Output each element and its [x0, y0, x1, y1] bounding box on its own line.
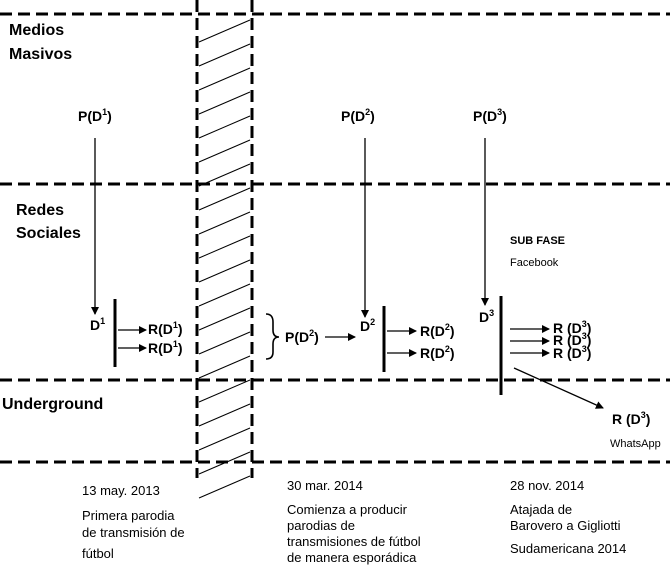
hatch-line: [198, 475, 251, 499]
hatch-line: [198, 43, 251, 67]
node-d2: D2: [360, 317, 375, 334]
lane-label-underground: Underground: [2, 396, 103, 413]
hatch-line: [198, 283, 251, 307]
arrow-d3-to-whatsapp: [513, 367, 604, 409]
whatsapp-label: WhatsApp: [610, 438, 661, 450]
node-p-d2: P(D2): [341, 107, 375, 124]
sub-phase-title: SUB FASE: [510, 235, 565, 247]
event-3-line-1: Atajada de: [510, 502, 572, 517]
node-d1: D1: [90, 316, 105, 333]
event-2-line-2: parodias de: [287, 518, 355, 533]
node-r-d3-c: R (D3): [553, 344, 591, 361]
sub-phase-platform: Facebook: [510, 257, 559, 269]
node-r-d3-b: R (D3): [553, 331, 591, 348]
node-r-d2-b: R(D2): [420, 344, 455, 361]
event-1-line-1: Primera parodia: [82, 508, 175, 523]
hatch-line: [198, 379, 251, 403]
hatch-line: [198, 211, 251, 235]
hatch-line: [198, 67, 251, 91]
event-3: 28 nov. 2014 Atajada de Barovero a Gigli…: [510, 478, 626, 556]
node-p-d2-mid: P(D2): [285, 328, 319, 345]
lane-label-social-1: Redes: [16, 202, 64, 219]
hatch-line: [198, 403, 251, 427]
hatch-line: [198, 91, 251, 115]
lane-label-mass-media-1: Medios: [9, 22, 64, 39]
node-r-d3-whatsapp: R (D3): [612, 410, 650, 427]
event-1-line-2: de transmisión de: [82, 525, 185, 540]
node-r-d1-b: R(D1): [148, 339, 183, 356]
hatch-line: [198, 259, 251, 283]
lane-separators: [0, 12, 670, 464]
node-p-d1: P(D1): [78, 107, 112, 124]
lane-label-mass-media-2: Masivos: [9, 46, 72, 63]
event-2-line-3: transmisiones de fútbol: [287, 534, 421, 549]
node-d3: D3: [479, 308, 494, 325]
hatch-line: [198, 115, 251, 139]
brace: [265, 313, 280, 360]
hatch-line: [198, 451, 251, 475]
event-1-date: 13 may. 2013: [82, 483, 160, 498]
hatch-line: [198, 187, 251, 211]
event-2-date: 30 mar. 2014: [287, 478, 363, 493]
hatch-line: [198, 163, 251, 187]
node-r-d2-a: R(D2): [420, 322, 455, 339]
hatch-line: [198, 355, 251, 379]
event-2-line-1: Comienza a producir: [287, 502, 408, 517]
hatch-line: [198, 235, 251, 259]
event-3-date: 28 nov. 2014: [510, 478, 584, 493]
hatch-line: [198, 139, 251, 163]
node-r-d1-a: R(D1): [148, 320, 183, 337]
hatch-line: [198, 331, 251, 355]
hatch-line: [198, 307, 251, 331]
event-2: 30 mar. 2014 Comienza a producir parodia…: [287, 478, 421, 565]
event-2-line-4: de manera esporádica: [287, 550, 417, 565]
event-1: 13 may. 2013 Primera parodia de transmis…: [82, 483, 185, 561]
hatch-line: [198, 19, 251, 43]
node-r-d3-a: R (D3): [553, 319, 591, 336]
event-3-line-2: Barovero a Gigliotti: [510, 518, 621, 533]
lane-label-social-2: Sociales: [16, 225, 81, 242]
hatched-barrier: [195, 0, 254, 499]
hatch-line: [198, 427, 251, 451]
node-p-d3: P(D3): [473, 107, 507, 124]
event-1-line-3: fútbol: [82, 546, 114, 561]
event-3-line-3: Sudamericana 2014: [510, 541, 626, 556]
